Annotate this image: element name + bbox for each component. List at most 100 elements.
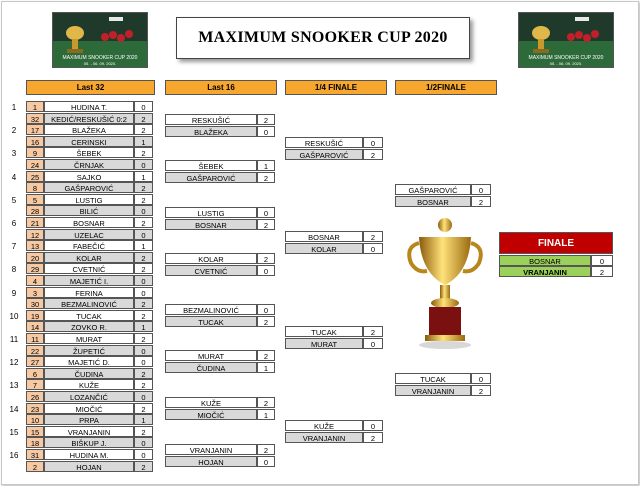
player-name: UZELAC	[44, 229, 134, 240]
seed-number: 13	[26, 240, 44, 251]
match-number: 15	[9, 428, 19, 437]
logo-left: MAXIMUM SNOOKER CUP 2020 05. - 06. 09. 2…	[52, 12, 148, 68]
seed-number: 4	[26, 275, 44, 286]
player-score: 2	[257, 172, 275, 183]
player-name: TUCAK	[285, 326, 363, 337]
player-name: MIOČIĆ	[44, 403, 134, 414]
player-name: KEDIĆ/RESKUŠIĆ 0:2	[44, 113, 134, 124]
svg-text:MAXIMUM SNOOKER CUP 2020: MAXIMUM SNOOKER CUP 2020	[63, 55, 138, 61]
player-name: PRPA	[44, 414, 134, 425]
player-name: VRANJANIN	[395, 385, 471, 396]
player-score: 2	[471, 196, 491, 207]
match-number: 9	[11, 289, 17, 298]
seed-number: 32	[26, 113, 44, 124]
finale-player-name: BOSNAR	[499, 255, 591, 266]
player-name: MURAT	[165, 350, 257, 361]
player-name: BILIĆ	[44, 205, 134, 216]
player-name: KUŽE	[165, 397, 257, 408]
seed-number: 15	[26, 426, 44, 437]
player-score: 0	[134, 356, 153, 367]
player-name: TUCAK	[395, 373, 471, 384]
seed-number: 23	[26, 403, 44, 414]
match-number: 14	[9, 405, 19, 414]
seed-number: 3	[26, 287, 44, 298]
player-name: KOLAR	[165, 253, 257, 264]
match-number: 1	[11, 103, 17, 112]
player-name: GAŠPAROVIĆ	[395, 184, 471, 195]
player-name: GAŠPAROVIĆ	[44, 182, 134, 193]
player-name: ČRNJAK	[44, 159, 134, 170]
match-number: 10	[9, 312, 19, 321]
player-score: 2	[257, 444, 275, 455]
match-number: 7	[11, 242, 17, 251]
player-score: 1	[134, 171, 153, 182]
seed-number: 17	[26, 124, 44, 135]
header-quarter-final: 1/4 FINALE	[285, 80, 387, 95]
player-name: CVETNIĆ	[165, 265, 257, 276]
player-name: KUŽE	[285, 420, 363, 431]
player-name: TUCAK	[165, 316, 257, 327]
header-last32: Last 32	[26, 80, 155, 95]
player-score: 2	[134, 333, 153, 344]
player-score: 0	[134, 449, 153, 460]
match-number: 8	[11, 265, 17, 274]
player-score: 0	[471, 373, 491, 384]
player-score: 2	[134, 194, 153, 205]
player-name: ŽUPETIĆ	[44, 345, 134, 356]
player-name: RESKUŠIĆ	[165, 114, 257, 125]
player-score: 2	[257, 114, 275, 125]
seed-number: 18	[26, 437, 44, 448]
page-title: MAXIMUM SNOOKER CUP 2020	[176, 17, 470, 59]
player-name: KOLAR	[285, 243, 363, 254]
player-score: 0	[257, 456, 275, 467]
player-score: 2	[134, 379, 153, 390]
player-name: MAJETIĆ D.	[44, 356, 134, 367]
seed-number: 8	[26, 182, 44, 193]
player-score: 1	[134, 240, 153, 251]
seed-number: 24	[26, 159, 44, 170]
seed-number: 31	[26, 449, 44, 460]
player-score: 1	[257, 160, 275, 171]
seed-number: 29	[26, 263, 44, 274]
finale-player-name: VRANJANIN	[499, 266, 591, 277]
player-name: KUŽE	[44, 379, 134, 390]
player-score: 2	[134, 147, 153, 158]
player-score: 0	[363, 420, 383, 431]
player-score: 2	[134, 426, 153, 437]
player-name: FABEČIĆ	[44, 240, 134, 251]
player-name: HUDINA T.	[44, 101, 134, 112]
match-number: 16	[9, 451, 19, 460]
svg-text:05. - 06. 09. 2020.: 05. - 06. 09. 2020.	[550, 61, 582, 66]
player-score: 1	[257, 362, 275, 373]
player-score: 0	[257, 126, 275, 137]
player-name: MURAT	[285, 338, 363, 349]
player-score: 2	[257, 316, 275, 327]
player-score: 2	[134, 252, 153, 263]
player-score: 0	[134, 391, 153, 402]
player-score: 0	[134, 229, 153, 240]
player-score: 0	[134, 287, 153, 298]
player-name: BOSNAR	[285, 231, 363, 242]
player-name: ČUDINA	[165, 362, 257, 373]
player-score: 2	[134, 263, 153, 274]
player-score: 0	[134, 205, 153, 216]
player-score: 1	[134, 321, 153, 332]
player-name: BOSNAR	[395, 196, 471, 207]
seed-number: 25	[26, 171, 44, 182]
player-name: FERINA	[44, 287, 134, 298]
match-number: 2	[11, 126, 17, 135]
player-name: MIOČIĆ	[165, 409, 257, 420]
seed-number: 1	[26, 101, 44, 112]
player-name: ŠEBEK	[165, 160, 257, 171]
seed-number: 16	[26, 136, 44, 147]
trophy-icon	[405, 215, 485, 355]
player-score: 0	[134, 437, 153, 448]
player-name: MURAT	[44, 333, 134, 344]
player-name: BEZMALINOVIĆ	[44, 298, 134, 309]
finale-player-score: 2	[591, 266, 613, 277]
seed-number: 26	[26, 391, 44, 402]
player-score: 1	[257, 409, 275, 420]
player-name: ČUDINA	[44, 368, 134, 379]
finale-player-score: 0	[591, 255, 613, 266]
